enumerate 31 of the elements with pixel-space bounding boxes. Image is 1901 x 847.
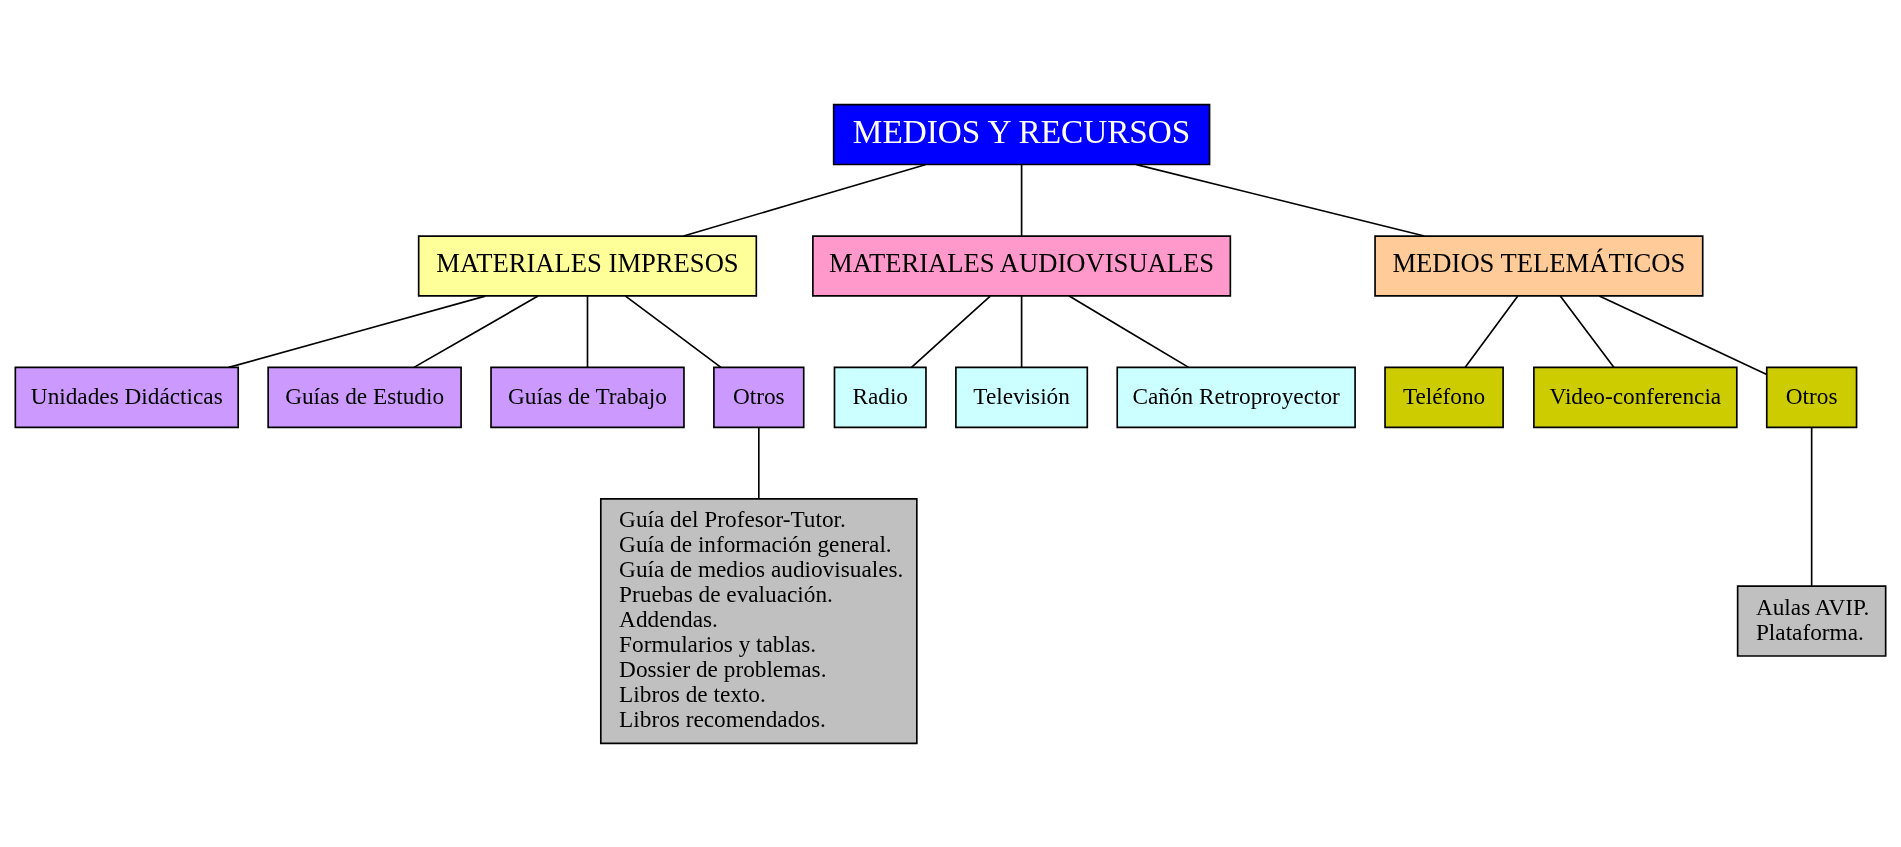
node-box: Guías de Trabajo xyxy=(490,366,685,428)
node-box: Otros xyxy=(1765,366,1858,428)
connector xyxy=(624,294,722,368)
node-box: Otros xyxy=(713,366,805,428)
node-box: Video-conferencia xyxy=(1533,366,1738,428)
connector xyxy=(586,294,589,368)
connector xyxy=(682,163,927,237)
node-box: Cañón Retroproyector xyxy=(1116,366,1356,428)
connector xyxy=(910,294,992,368)
connector xyxy=(1135,163,1426,237)
node-box: Radio xyxy=(833,366,927,428)
connector xyxy=(1464,294,1519,368)
connector xyxy=(1559,294,1615,368)
node-box: Guía del Profesor-Tutor. Guía de información general. Guía de medios audiovisuales. Pruebas de evaluación. Addendas. Formularios y tablas. Dossier de problemas. Libros de texto. Libros recomendados. xyxy=(599,497,918,744)
node-box: Aulas AVIP. Plataforma. xyxy=(1736,584,1887,657)
node-box: MEDIOS TELEMÁTICOS xyxy=(1374,234,1704,297)
connector xyxy=(1068,294,1190,368)
connector xyxy=(1598,294,1768,375)
connector xyxy=(1810,426,1813,587)
connector xyxy=(757,426,760,500)
node-box: Televisión xyxy=(955,366,1089,428)
node-box: MATERIALES AUDIOVISUALES xyxy=(812,234,1232,297)
node-box: Guías de Estudio xyxy=(267,366,462,428)
connector xyxy=(1020,294,1023,368)
node-box: Unidades Didácticas xyxy=(14,366,240,428)
node-box: Teléfono xyxy=(1384,366,1504,428)
connector xyxy=(227,294,487,368)
node-box: MEDIOS Y RECURSOS xyxy=(832,103,1211,165)
connector xyxy=(1020,163,1023,237)
connector xyxy=(413,294,539,368)
node-box: MATERIALES IMPRESOS xyxy=(417,234,758,297)
